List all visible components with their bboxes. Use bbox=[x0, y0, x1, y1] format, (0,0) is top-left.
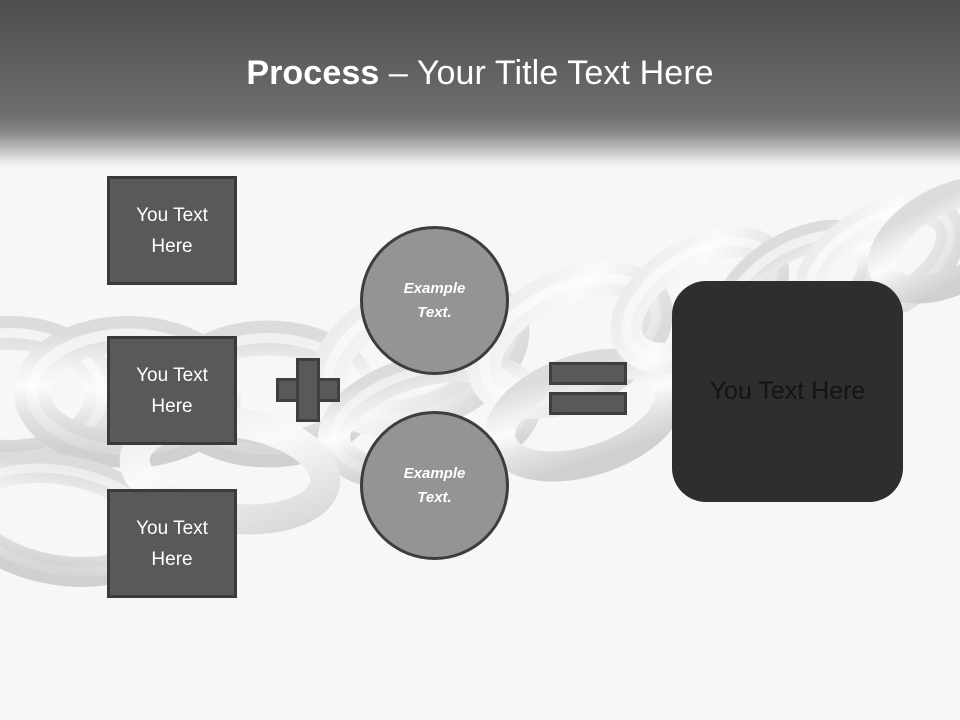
input-box-1-line1: You Text bbox=[136, 204, 208, 226]
title-bold-segment: Process bbox=[246, 54, 380, 92]
input-box-3-line1: You Text bbox=[136, 517, 208, 539]
input-box-3[interactable]: You Text Here bbox=[107, 489, 237, 598]
title-separator: – bbox=[379, 54, 417, 92]
slide-header-band bbox=[0, 0, 960, 170]
example-circle-1-line1: Example bbox=[403, 279, 466, 297]
result-box-label: You Text Here bbox=[709, 377, 866, 405]
input-box-2-line1: You Text bbox=[136, 364, 208, 386]
equals-icon bbox=[549, 362, 627, 415]
page-title: Process – Your Title Text Here bbox=[0, 52, 960, 94]
example-circle-2-line1: Example bbox=[403, 464, 466, 482]
result-box[interactable]: You Text Here bbox=[672, 281, 903, 502]
title-rest-segment: Your Title Text Here bbox=[416, 54, 714, 92]
plus-icon-center-fill bbox=[299, 381, 317, 399]
input-box-2[interactable]: You Text Here bbox=[107, 336, 237, 445]
input-box-1[interactable]: You Text Here bbox=[107, 176, 237, 285]
input-box-1-line2: Here bbox=[151, 235, 193, 257]
input-box-3-line2: Here bbox=[151, 548, 193, 570]
chain-link-left-outer bbox=[0, 316, 119, 474]
example-circle-2[interactable]: Example Text. bbox=[360, 411, 509, 560]
input-box-2-line2: Here bbox=[151, 395, 193, 417]
example-circle-2-line2: Text. bbox=[417, 488, 452, 506]
equals-icon-bottom-bar bbox=[549, 392, 627, 415]
plus-icon bbox=[276, 358, 340, 422]
example-circle-1-line2: Text. bbox=[417, 303, 452, 321]
example-circle-1[interactable]: Example Text. bbox=[360, 226, 509, 375]
equals-icon-top-bar bbox=[549, 362, 627, 385]
